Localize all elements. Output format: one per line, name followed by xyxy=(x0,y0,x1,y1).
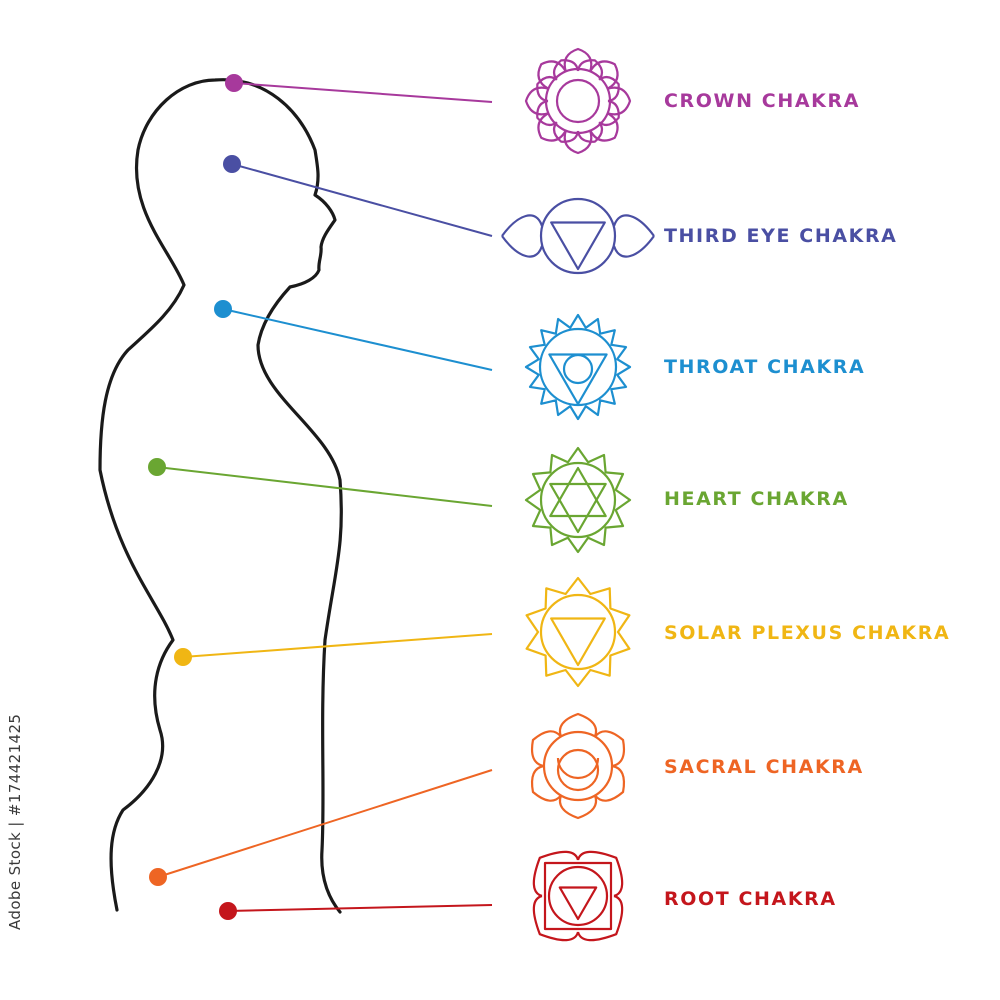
solar-plexus-position-dot xyxy=(174,648,192,666)
human-body-outline xyxy=(98,78,343,914)
crown-chakra-label: CROWN CHAKRA xyxy=(664,90,861,112)
third-eye-chakra-label: THIRD EYE CHAKRA xyxy=(664,225,898,247)
heart-chakra-symbol-icon xyxy=(524,446,632,554)
root-connector-line xyxy=(227,904,493,912)
root-chakra-symbol-icon xyxy=(532,850,624,942)
root-chakra-label: ROOT CHAKRA xyxy=(664,888,837,910)
solar-plexus-connector-line xyxy=(182,633,493,658)
solar-plexus-chakra-label: SOLAR PLEXUS CHAKRA xyxy=(664,622,951,644)
sacral-connector-line xyxy=(157,769,493,878)
sacral-position-dot xyxy=(149,868,167,886)
third-eye-connector-line xyxy=(231,163,493,237)
crown-chakra-symbol-icon xyxy=(524,47,632,155)
crown-connector-line xyxy=(233,82,493,103)
root-position-dot xyxy=(219,902,237,920)
sacral-chakra-label: SACRAL CHAKRA xyxy=(664,756,864,778)
sacral-chakra-symbol-icon xyxy=(530,712,626,820)
stock-id-text: Adobe Stock | #174421425 xyxy=(6,713,24,930)
heart-position-dot xyxy=(148,458,166,476)
third-eye-position-dot xyxy=(223,155,241,173)
heart-chakra-label: HEART CHAKRA xyxy=(664,488,849,510)
solar-plexus-chakra-symbol-icon xyxy=(525,576,631,688)
throat-position-dot xyxy=(214,300,232,318)
throat-connector-line xyxy=(222,308,493,371)
third-eye-chakra-symbol-icon xyxy=(501,197,655,275)
throat-chakra-symbol-icon xyxy=(524,313,632,421)
throat-chakra-label: THROAT CHAKRA xyxy=(664,356,866,378)
heart-connector-line xyxy=(156,466,493,507)
crown-position-dot xyxy=(225,74,243,92)
